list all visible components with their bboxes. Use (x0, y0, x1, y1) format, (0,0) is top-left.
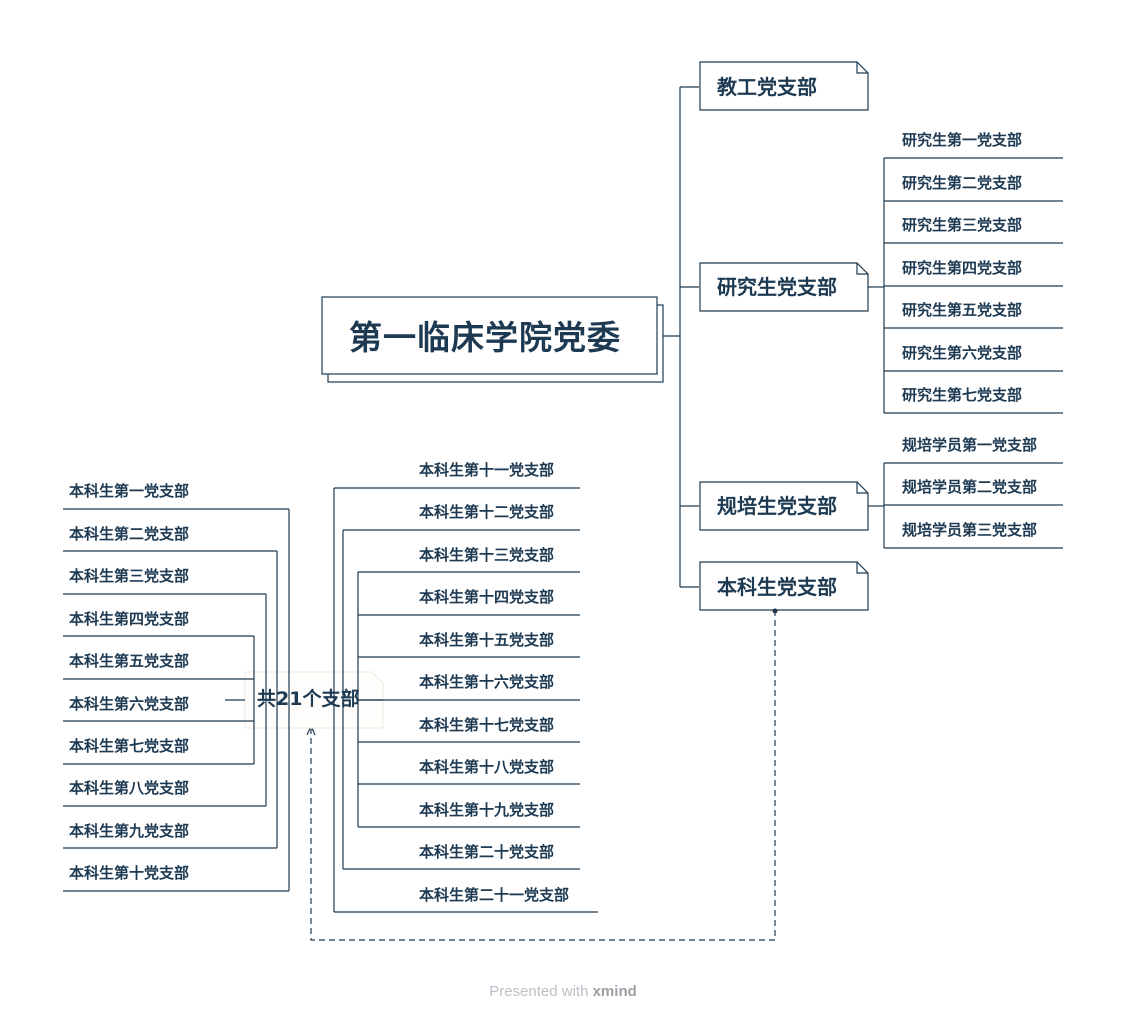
topic-faculty[interactable]: 教工党支部 (717, 75, 817, 99)
topic-box-residency (699, 481, 869, 531)
subtopic-residency[interactable]: 规培学员第二党支部 (902, 478, 1038, 496)
subtopic-graduate[interactable]: 研究生第三党支部 (902, 216, 1023, 234)
footer-attribution: Presented with xmind (0, 983, 1126, 1000)
subtopic-graduate[interactable]: 研究生第四党支部 (902, 259, 1023, 277)
relationship-line (310, 610, 776, 941)
subtopic-graduate[interactable]: 研究生第七党支部 (902, 386, 1023, 404)
subtopic-undergrad-right[interactable]: 本科生第十八党支部 (419, 758, 555, 776)
footer-prefix: Presented with (489, 983, 593, 1000)
subtopic-undergrad-right[interactable]: 本科生第十四党支部 (419, 588, 555, 606)
subtopic-undergrad-right[interactable]: 本科生第十七党支部 (419, 716, 555, 734)
subtopic-undergrad-left[interactable]: 本科生第一党支部 (69, 482, 190, 500)
root-topic[interactable]: 第一临床学院党委 (349, 318, 621, 357)
subtopic-undergrad-left[interactable]: 本科生第五党支部 (69, 652, 190, 670)
callout-label[interactable]: 共21个支部 (257, 688, 360, 710)
root-box (321, 296, 658, 375)
subtopic-undergrad-left[interactable]: 本科生第八党支部 (69, 779, 190, 797)
subtopic-undergrad-right[interactable]: 本科生第二十党支部 (419, 843, 555, 861)
subtopic-undergrad-right[interactable]: 本科生第十二党支部 (419, 503, 555, 521)
topic-residency[interactable]: 规培生党支部 (717, 494, 837, 518)
subtopic-undergrad-right[interactable]: 本科生第二十一党支部 (419, 886, 570, 904)
left-undergrad-connectors (63, 508, 290, 892)
subtopic-undergrad-right[interactable]: 本科生第十三党支部 (419, 546, 555, 564)
subtopic-undergrad-right[interactable]: 本科生第十一党支部 (419, 461, 555, 479)
subtopic-undergrad-left[interactable]: 本科生第三党支部 (69, 567, 190, 585)
subtopic-undergrad-left[interactable]: 本科生第九党支部 (69, 822, 190, 840)
subtopic-graduate[interactable]: 研究生第一党支部 (902, 131, 1023, 149)
subtopic-undergrad-left[interactable]: 本科生第七党支部 (69, 737, 190, 755)
subtopic-undergrad-right[interactable]: 本科生第十五党支部 (419, 631, 555, 649)
topic-box-faculty (699, 61, 869, 111)
residency-underlines (884, 462, 1063, 549)
topic-graduate[interactable]: 研究生党支部 (717, 275, 837, 299)
right-undergrad-connectors (225, 487, 598, 913)
subtopic-undergrad-right[interactable]: 本科生第十六党支部 (419, 673, 555, 691)
topic-box-undergrad (699, 561, 869, 611)
subtopic-undergrad-left[interactable]: 本科生第六党支部 (69, 695, 190, 713)
subtopic-undergrad-left[interactable]: 本科生第四党支部 (69, 610, 190, 628)
callout-box (244, 671, 384, 729)
topic-box-graduate (699, 262, 869, 312)
footer-brand: xmind (592, 983, 637, 1000)
graduate-underlines (884, 157, 1063, 414)
subtopic-undergrad-left[interactable]: 本科生第十党支部 (69, 864, 190, 882)
subtopic-graduate[interactable]: 研究生第二党支部 (902, 174, 1023, 192)
subtopic-residency[interactable]: 规培学员第一党支部 (902, 436, 1038, 454)
subtopic-residency[interactable]: 规培学员第三党支部 (902, 521, 1038, 539)
subtopic-undergrad-right[interactable]: 本科生第十九党支部 (419, 801, 555, 819)
subtopic-undergrad-left[interactable]: 本科生第二党支部 (69, 525, 190, 543)
subtopic-graduate[interactable]: 研究生第五党支部 (902, 301, 1023, 319)
subtopic-graduate[interactable]: 研究生第六党支部 (902, 344, 1023, 362)
topic-undergrad[interactable]: 本科生党支部 (717, 575, 837, 599)
